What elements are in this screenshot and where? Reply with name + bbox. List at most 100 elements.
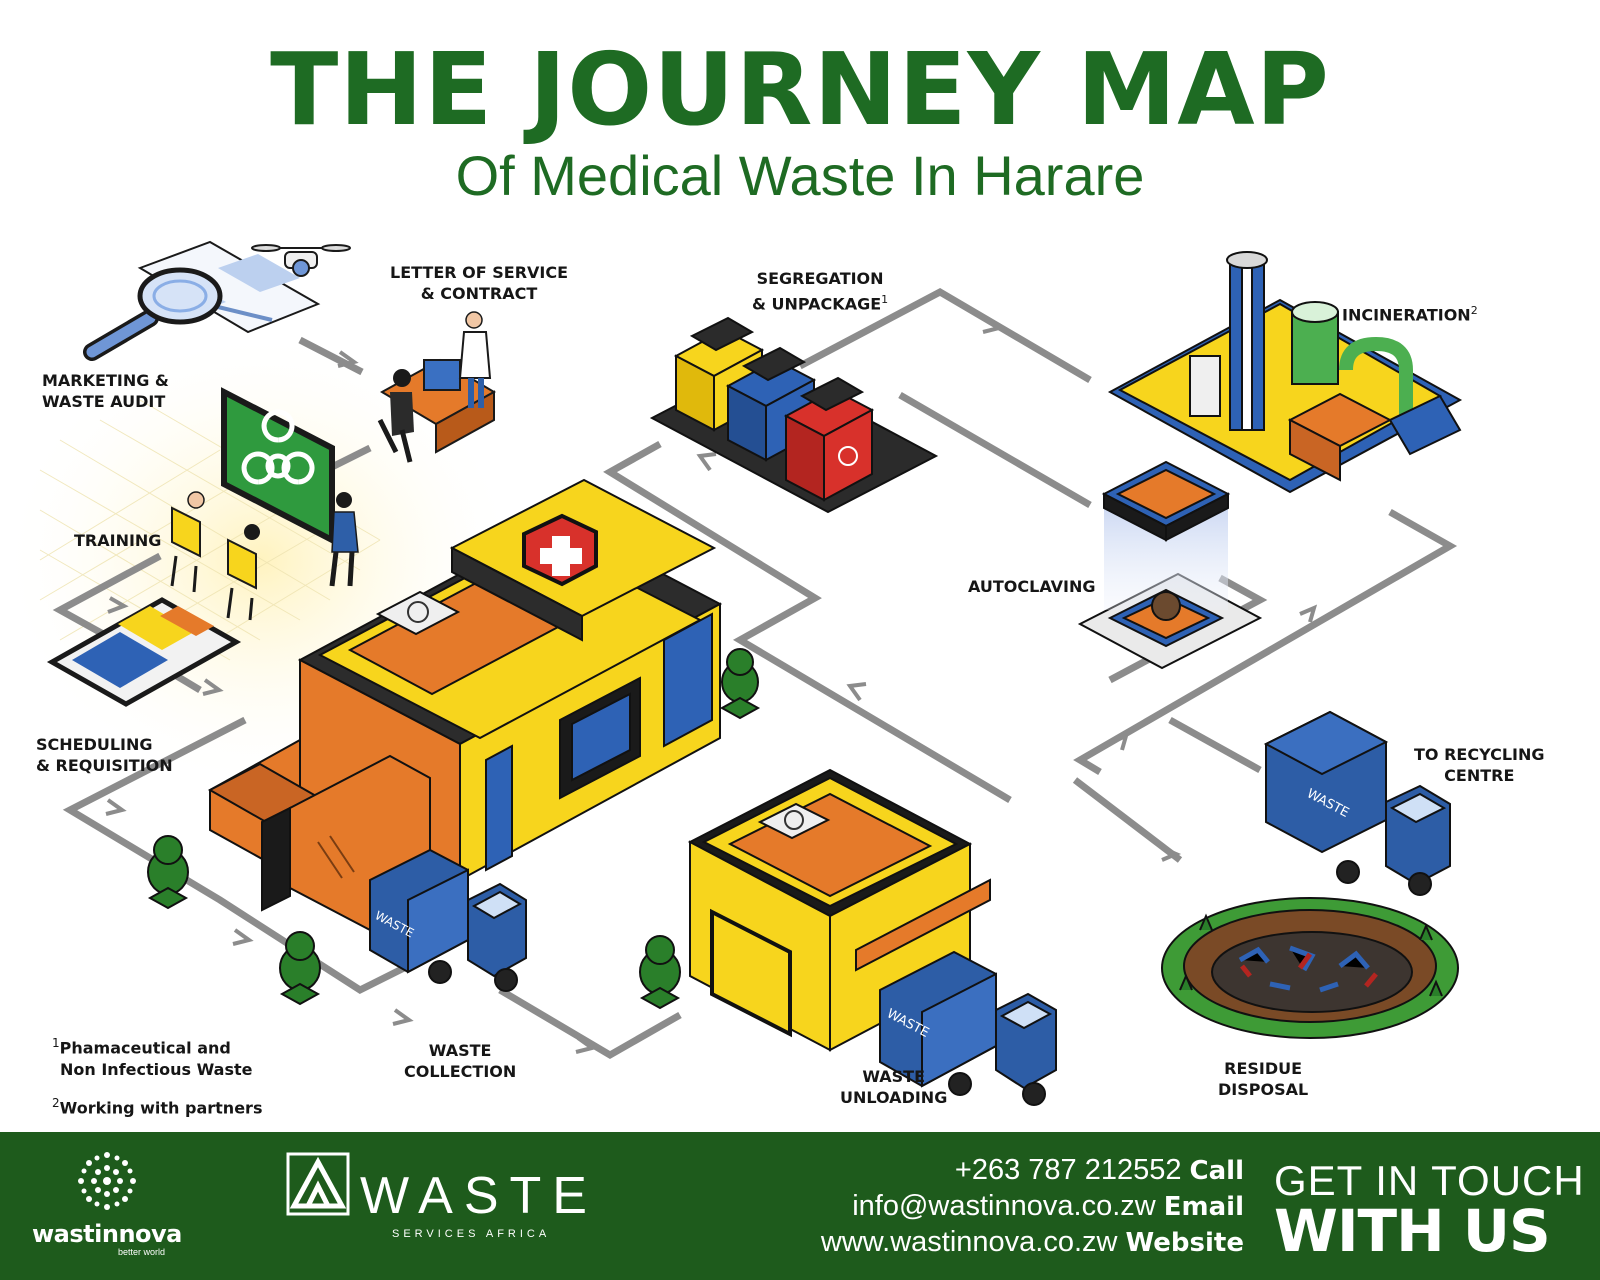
label-collection: WASTE COLLECTION bbox=[404, 1040, 516, 1082]
label-recycling-line2: CENTRE bbox=[1444, 766, 1515, 785]
footnote-mark: 1 bbox=[52, 1036, 60, 1050]
path-segment-to-recycling bbox=[1168, 716, 1262, 774]
tree bbox=[719, 648, 761, 720]
machine-red bbox=[783, 376, 875, 502]
page-title: THE JOURNEY MAP bbox=[270, 31, 1330, 148]
label-residue: RESIDUE DISPOSAL bbox=[1218, 1058, 1308, 1100]
label-segregation-line2: & UNPACKAGE bbox=[752, 294, 882, 314]
website-url: www.wastinnova.co.zw bbox=[820, 1226, 1118, 1258]
marketing-audit-illustration bbox=[83, 240, 351, 361]
label-marketing: MARKETING & WASTE AUDIT bbox=[42, 370, 169, 412]
path-segment-segregation-incineration bbox=[798, 287, 1092, 384]
path-segment-scheduling-collection bbox=[62, 716, 422, 995]
email-address: info@wastinnova.co.zw bbox=[852, 1190, 1156, 1222]
hospital-building bbox=[207, 478, 723, 932]
label-scheduling-line1: SCHEDULING bbox=[36, 735, 153, 754]
unloading-building bbox=[687, 768, 991, 1052]
footnote-mark: 2 bbox=[1470, 304, 1478, 317]
label-scheduling-line2: & REQUISITION bbox=[36, 756, 173, 775]
wastinnova-tagline: better world bbox=[118, 1247, 166, 1257]
label-training-text: TRAINING bbox=[74, 531, 162, 550]
label-recycling-line1: TO RECYCLING bbox=[1414, 745, 1545, 764]
training-illustration bbox=[170, 387, 359, 621]
label-recycling: TO RECYCLING CENTRE bbox=[1414, 744, 1545, 786]
label-scheduling: SCHEDULING & REQUISITION bbox=[36, 734, 173, 776]
trees bbox=[147, 648, 761, 1010]
green-pipe bbox=[1339, 336, 1413, 418]
journey-diagram: WASTE WASTE WASTE bbox=[0, 240, 1463, 1106]
trainer bbox=[329, 492, 359, 587]
label-incineration: INCINERATION2 bbox=[1342, 300, 1478, 325]
label-autoclaving-text: AUTOCLAVING bbox=[968, 577, 1096, 596]
roof-ac-unit bbox=[757, 802, 831, 840]
label-residue-line2: DISPOSAL bbox=[1218, 1080, 1309, 1099]
footnote-mark: 2 bbox=[52, 1096, 60, 1110]
label-unloading-line2: UNLOADING bbox=[840, 1088, 948, 1107]
website-label: Website bbox=[1125, 1228, 1244, 1258]
waste-services-sub: SERVICES AFRICA bbox=[392, 1228, 551, 1240]
path-segment-letter-training bbox=[328, 444, 372, 472]
footnote-2: 2Working with partners bbox=[52, 1092, 262, 1119]
label-unloading-line1: WASTE bbox=[862, 1067, 925, 1086]
phone-label: Call bbox=[1189, 1156, 1244, 1186]
email-label: Email bbox=[1163, 1192, 1244, 1222]
tablet-illustration bbox=[46, 597, 242, 707]
landfill-pit bbox=[1161, 897, 1459, 1039]
contract-desk-illustration bbox=[377, 311, 497, 463]
label-collection-line2: COLLECTION bbox=[404, 1062, 517, 1081]
label-segregation: SEGREGATION & UNPACKAGE1 bbox=[752, 268, 888, 314]
cta-line2: WITH US bbox=[1274, 1197, 1551, 1265]
roof-ac-unit bbox=[375, 590, 461, 636]
page-subtitle: Of Medical Waste In Harare bbox=[455, 144, 1145, 207]
contact-email[interactable]: info@wastinnova.co.zw Email bbox=[852, 1192, 1244, 1221]
wastinnova-logo-icon bbox=[78, 1152, 136, 1210]
footnote-1-line2: Non Infectious Waste bbox=[60, 1060, 253, 1080]
label-marketing-line2: WASTE AUDIT bbox=[42, 392, 166, 411]
label-letter-line2: & CONTRACT bbox=[420, 284, 538, 303]
path-segment-incineration-recycling bbox=[1073, 508, 1458, 776]
cta-line1: GET IN TOUCH bbox=[1274, 1157, 1585, 1204]
magnifier-icon bbox=[83, 267, 223, 361]
label-residue-line1: RESIDUE bbox=[1224, 1059, 1303, 1078]
waste-services-logo-icon bbox=[286, 1152, 350, 1216]
footnote-1: 1Phamaceutical and Non Infectious Waste bbox=[52, 1032, 253, 1081]
tree bbox=[639, 935, 681, 1010]
waste-services-wordmark: WASTE bbox=[360, 1167, 598, 1225]
contact-phone[interactable]: +263 787 212552 Call bbox=[955, 1156, 1244, 1185]
truck-unloading: WASTE bbox=[879, 950, 1057, 1106]
tree bbox=[279, 931, 321, 1006]
drone-icon bbox=[251, 244, 351, 277]
truck-recycling: WASTE bbox=[1263, 710, 1451, 896]
green-tank bbox=[1291, 311, 1339, 385]
wastinnova-name: wastinnova bbox=[32, 1220, 182, 1248]
students bbox=[170, 491, 260, 621]
standing-doctor bbox=[458, 311, 492, 408]
autoclave bbox=[1077, 460, 1263, 670]
contact-footer: wastinnova better world WASTE SERVICES A… bbox=[0, 1132, 1600, 1280]
incineration-plant bbox=[1107, 251, 1463, 494]
path-segment-collection-unloading bbox=[498, 986, 682, 1060]
truck-collection: WASTE bbox=[369, 848, 527, 992]
biohazard-icon bbox=[838, 446, 858, 466]
path-chevrons bbox=[105, 316, 1318, 1054]
tree bbox=[147, 835, 189, 910]
footnote-1-line1: Phamaceutical and bbox=[59, 1038, 231, 1058]
path-segment-to-residue bbox=[1072, 777, 1183, 863]
label-autoclaving: AUTOCLAVING bbox=[968, 576, 1096, 597]
biohazard-icon bbox=[241, 409, 315, 485]
phone-number: +263 787 212552 bbox=[954, 1154, 1182, 1186]
path-segment-segregation-autoclave bbox=[898, 391, 1092, 509]
path-segment-unloading-segregation bbox=[603, 440, 1012, 804]
machine-yellow bbox=[673, 316, 765, 432]
label-collection-line1: WASTE bbox=[428, 1041, 492, 1060]
label-incineration-text: INCINERATION bbox=[1342, 305, 1471, 325]
cross-icon bbox=[540, 536, 582, 576]
label-letter-line1: LETTER OF SERVICE bbox=[390, 263, 569, 282]
footnote-mark: 1 bbox=[881, 293, 889, 306]
label-letter-of-service: LETTER OF SERVICE & CONTRACT bbox=[390, 262, 568, 304]
label-unloading: WASTE UNLOADING bbox=[840, 1066, 947, 1108]
segregation-machines bbox=[649, 316, 939, 514]
contact-website[interactable]: www.wastinnova.co.zw Website bbox=[821, 1228, 1244, 1257]
label-training: TRAINING bbox=[74, 530, 161, 551]
label-segregation-line1: SEGREGATION bbox=[756, 269, 884, 288]
